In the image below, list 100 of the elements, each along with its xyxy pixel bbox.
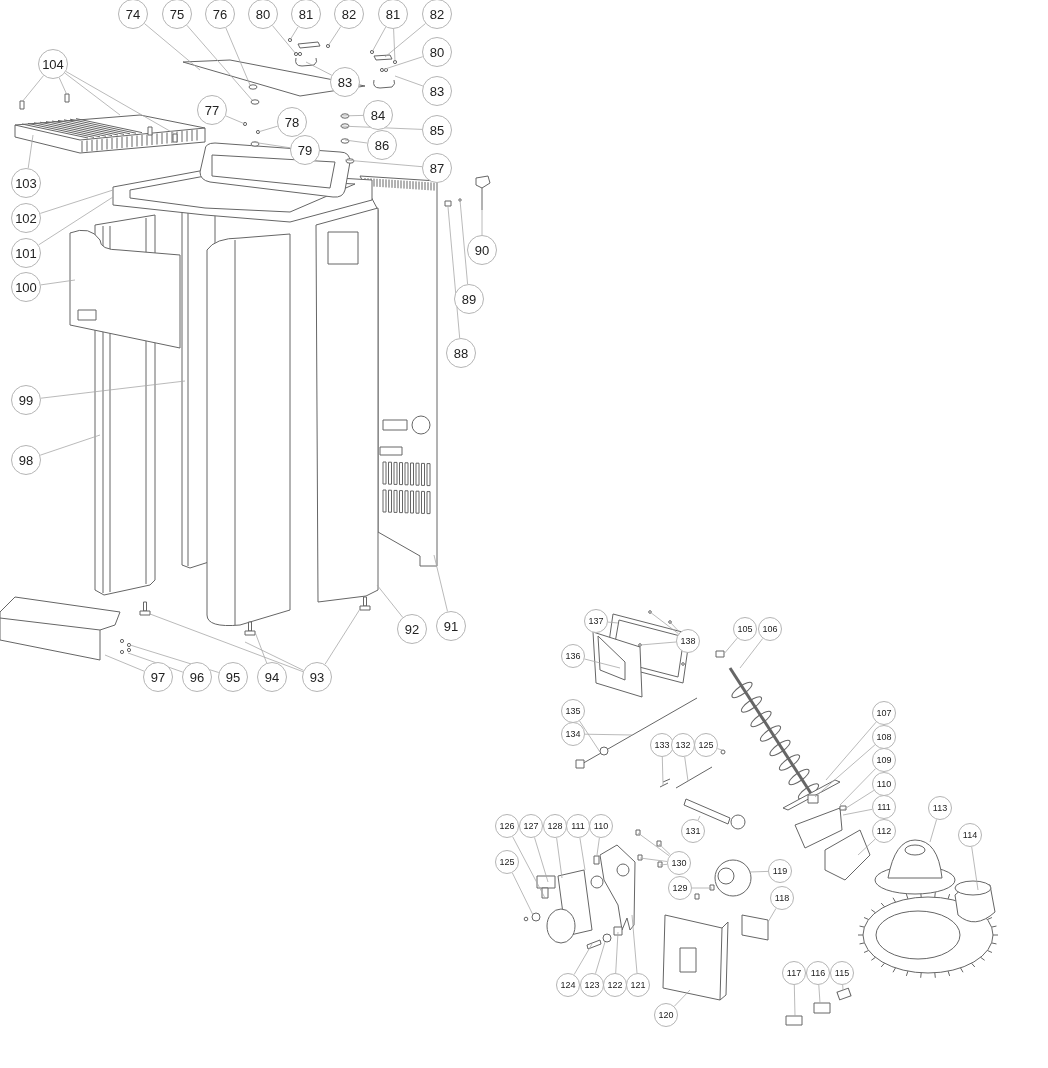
leader-line — [722, 637, 738, 656]
leader-line — [767, 908, 777, 923]
callout-number: 99 — [11, 385, 41, 415]
callout-number: 120 — [654, 1003, 678, 1027]
leader-line — [595, 941, 606, 974]
callout-number: 130 — [667, 851, 691, 875]
callout-number: 117 — [782, 961, 806, 985]
callout-number: 127 — [519, 814, 543, 838]
callout-number: 111 — [872, 795, 896, 819]
callout-number: 110 — [589, 814, 613, 838]
callout-number: 81 — [291, 0, 321, 29]
callout-number: 106 — [758, 617, 782, 641]
callout-number: 94 — [257, 662, 287, 692]
leader-line — [814, 744, 876, 798]
leader-line — [511, 872, 534, 916]
callout-number: 137 — [584, 609, 608, 633]
callout-number: 88 — [446, 338, 476, 368]
leader-line — [381, 56, 424, 71]
callout-number: 125 — [495, 850, 519, 874]
callout-number: 125 — [694, 733, 718, 757]
callout-number: 86 — [367, 130, 397, 160]
callout-number: 87 — [422, 153, 452, 183]
leader-line — [149, 613, 304, 673]
leader-line — [842, 984, 844, 991]
leader-line — [371, 26, 387, 53]
callout-number: 76 — [205, 0, 235, 29]
callout-number: 114 — [958, 823, 982, 847]
callout-number: 101 — [11, 238, 41, 268]
leader-line — [631, 914, 638, 974]
leader-line — [225, 115, 246, 125]
leader-line — [691, 887, 713, 889]
leader-line — [584, 733, 633, 736]
leader-line — [929, 819, 937, 843]
callout-number: 84 — [363, 100, 393, 130]
callout-number: 89 — [454, 284, 484, 314]
callout-number: 82 — [422, 0, 452, 29]
leader-line — [39, 434, 101, 456]
leader-line — [512, 836, 546, 899]
callout-number: 110 — [872, 772, 896, 796]
callout-number: 93 — [302, 662, 332, 692]
leader-line — [244, 641, 304, 671]
leader-line — [658, 843, 671, 856]
leader-line — [289, 26, 299, 41]
callout-number: 81 — [378, 0, 408, 29]
callout-number: 102 — [11, 203, 41, 233]
leader-line — [251, 141, 291, 149]
callout-number: 80 — [422, 37, 452, 67]
leader-line — [818, 984, 821, 1004]
leader-line — [344, 159, 423, 168]
leader-line — [607, 621, 619, 624]
leader-line — [659, 863, 668, 866]
callout-number: 104 — [38, 49, 68, 79]
leader-line — [793, 984, 796, 1017]
callout-number: 90 — [467, 235, 497, 265]
callout-number: 124 — [556, 973, 580, 997]
leader-line — [749, 871, 769, 873]
leader-line — [649, 611, 679, 635]
leader-line — [324, 608, 361, 665]
leader-line — [556, 837, 563, 879]
callout-number: 103 — [11, 168, 41, 198]
leader-line — [58, 77, 68, 96]
callout-number: 75 — [162, 0, 192, 29]
leader-line — [481, 209, 483, 236]
callout-number: 97 — [143, 662, 173, 692]
leader-line — [534, 837, 549, 883]
leader-line — [305, 61, 333, 76]
leader-line — [639, 641, 677, 646]
leader-line — [447, 206, 461, 339]
leader-line — [64, 72, 121, 116]
leader-line — [971, 846, 979, 891]
callout-number: 77 — [197, 95, 227, 125]
leader-line — [739, 638, 764, 669]
callout-number: 80 — [248, 0, 278, 29]
leader-line — [272, 25, 297, 55]
leader-line — [596, 837, 600, 856]
callout-number: 100 — [11, 272, 41, 302]
leader-line — [65, 71, 176, 135]
callout-number: 115 — [830, 961, 854, 985]
leader-line — [584, 658, 621, 669]
callout-number: 83 — [422, 76, 452, 106]
callout-number: 136 — [561, 644, 585, 668]
callout-number: 119 — [768, 859, 792, 883]
callout-number: 131 — [681, 819, 705, 843]
leader-line — [684, 756, 689, 782]
leader-line — [842, 790, 875, 811]
leader-line — [384, 23, 426, 58]
leader-line — [254, 631, 268, 664]
callout-number: 112 — [872, 819, 896, 843]
callout-number: 111 — [566, 814, 590, 838]
leader-line — [225, 27, 251, 86]
callout-number: 78 — [277, 107, 307, 137]
leader-line — [573, 943, 593, 975]
callout-number: 122 — [603, 973, 627, 997]
callout-number: 74 — [118, 0, 148, 29]
leader-line — [38, 196, 114, 246]
callout-number: 108 — [872, 725, 896, 749]
leader-line — [339, 115, 364, 117]
callout-number: 95 — [218, 662, 248, 692]
leader-line — [825, 721, 877, 781]
leader-line — [697, 815, 701, 821]
